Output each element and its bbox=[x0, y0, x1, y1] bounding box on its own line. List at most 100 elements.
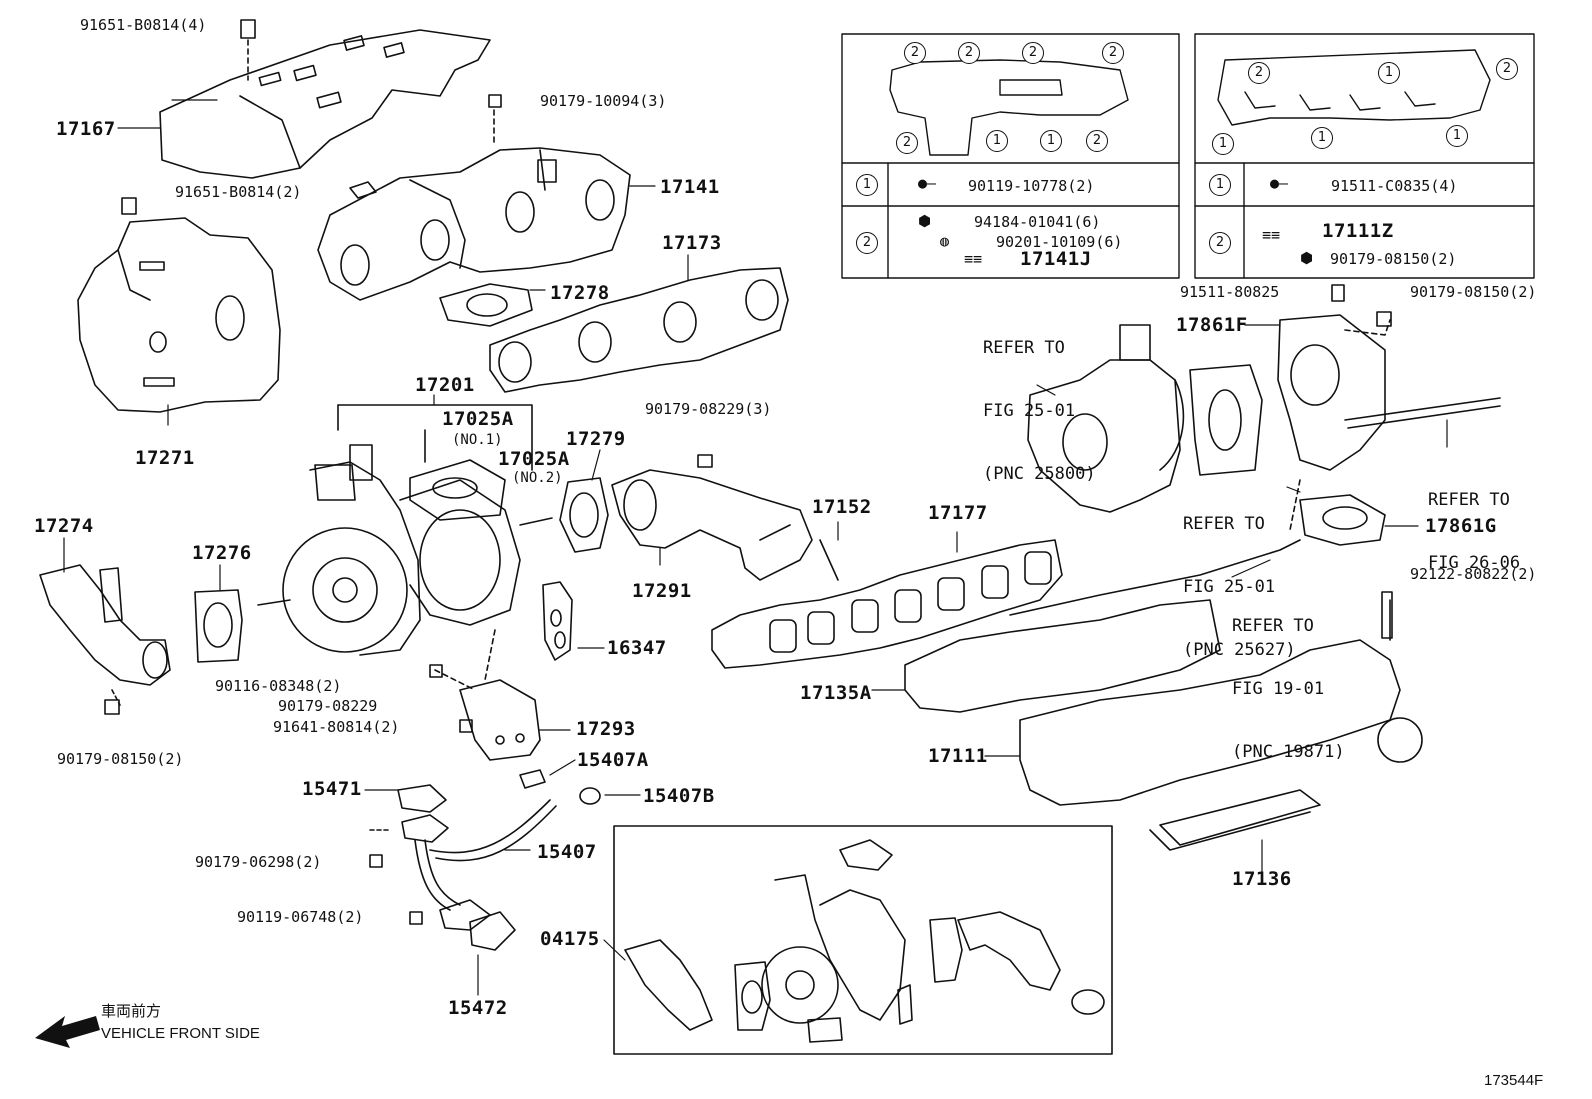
part-label-15471[interactable]: 15471 bbox=[302, 778, 362, 800]
part-label-17271[interactable]: 17271 bbox=[135, 447, 195, 469]
fastener-label-90179-10094[interactable]: 90179-10094(3) bbox=[540, 92, 667, 110]
legend-row-mark-2: 2 bbox=[856, 232, 878, 254]
fastener-label-90179-08150-left[interactable]: 90179-08150(2) bbox=[57, 750, 184, 768]
reference-line: FIG 25-01 bbox=[983, 401, 1076, 421]
fastener-label-90179-08150-right[interactable]: 90179-08150(2) bbox=[1410, 283, 1537, 301]
gasket-16347-shape bbox=[542, 581, 573, 661]
legend-left-row2-part-c[interactable]: 17141J bbox=[1020, 248, 1092, 270]
part-label-17025a-no2[interactable]: 17025A bbox=[498, 448, 570, 470]
legend-row-mark-1: 1 bbox=[856, 174, 878, 196]
part-label-17177[interactable]: 17177 bbox=[928, 502, 988, 524]
reference-fig-26-06[interactable]: REFER TO FIG 26-06 bbox=[1428, 448, 1520, 616]
part-label-16347[interactable]: 16347 bbox=[607, 637, 667, 659]
reference-pnc-25627[interactable]: REFER TO FIG 25-01 (PNC 25627) bbox=[1183, 472, 1296, 703]
fastener-label-90179-06298[interactable]: 90179-06298(2) bbox=[195, 853, 322, 871]
part-label-17135a[interactable]: 17135A bbox=[800, 682, 872, 704]
gasket-17278-shape bbox=[439, 283, 533, 327]
part-label-17111[interactable]: 17111 bbox=[928, 745, 988, 767]
part-label-15472[interactable]: 15472 bbox=[448, 997, 508, 1019]
vehicle-front-jp-label: 車両前方 bbox=[101, 1003, 162, 1020]
part-label-17274[interactable]: 17274 bbox=[34, 515, 94, 537]
gasket-17279-shape bbox=[559, 477, 609, 553]
legend-right-row2-part-a[interactable]: 17111Z bbox=[1322, 220, 1394, 242]
washer-icon: ◍ bbox=[940, 232, 950, 250]
stud-icon: ≡≡ bbox=[964, 250, 983, 268]
part-label-15407b[interactable]: 15407B bbox=[643, 785, 715, 807]
legend-right-row2-part-b[interactable]: 90179-08150(2) bbox=[1330, 250, 1457, 268]
legend-marker: 2 bbox=[896, 132, 918, 154]
reference-line: REFER TO bbox=[1428, 490, 1510, 510]
legend-marker: 2 bbox=[1022, 42, 1044, 64]
bolt-icon: ●— bbox=[1270, 174, 1289, 192]
leader-lines bbox=[63, 99, 1448, 996]
reference-pnc-19871[interactable]: REFER TO FIG 19-01 (PNC 19871) bbox=[1232, 574, 1345, 805]
legend-left-row2-part-b[interactable]: 90201-10109(6) bbox=[996, 233, 1123, 251]
reference-line: (PNC 25800) bbox=[983, 464, 1096, 484]
fastener-label-90116-08348[interactable]: 90116-08348(2) bbox=[215, 677, 342, 695]
reference-line: REFER TO bbox=[983, 338, 1065, 358]
legend-marker: 2 bbox=[958, 42, 980, 64]
legend-marker: 1 bbox=[1212, 133, 1234, 155]
part-label-17173[interactable]: 17173 bbox=[662, 232, 722, 254]
part-label-15407a[interactable]: 15407A bbox=[577, 749, 649, 771]
exhaust-manifold-shape bbox=[317, 147, 631, 301]
reference-line: REFER TO bbox=[1232, 616, 1314, 636]
oil-pipe-shape bbox=[369, 769, 601, 951]
part-sublabel-no2: (NO.2) bbox=[512, 470, 563, 486]
legend-marker: 1 bbox=[1378, 62, 1400, 84]
manifold-gasket-shape bbox=[489, 267, 789, 393]
reference-line: FIG 19-01 bbox=[1232, 679, 1325, 699]
reference-pnc-25800[interactable]: REFER TO FIG 25-01 (PNC 25800) bbox=[983, 296, 1096, 527]
legend-row-mark-1: 1 bbox=[1209, 174, 1231, 196]
legend-marker: 2 bbox=[1102, 42, 1124, 64]
part-sublabel-no1: (NO.1) bbox=[452, 432, 503, 448]
part-label-17278[interactable]: 17278 bbox=[550, 282, 610, 304]
bracket-17293-shape bbox=[434, 629, 541, 761]
fastener-label-90179-08229-3[interactable]: 90179-08229(3) bbox=[645, 400, 772, 418]
drawing-id: 173544F bbox=[1484, 1072, 1544, 1089]
part-label-17167[interactable]: 17167 bbox=[56, 118, 116, 140]
part-label-17276[interactable]: 17276 bbox=[192, 542, 252, 564]
legend-table-right bbox=[1194, 33, 1535, 279]
part-label-17201[interactable]: 17201 bbox=[415, 374, 475, 396]
part-label-17861f[interactable]: 17861F bbox=[1176, 314, 1248, 336]
fastener-label-90179-08229[interactable]: 90179-08229 bbox=[278, 697, 378, 715]
intake-gasket-shape bbox=[711, 539, 1063, 669]
legend-marker: 1 bbox=[986, 130, 1008, 152]
reference-line: (PNC 25627) bbox=[1183, 640, 1296, 660]
fastener-marks bbox=[104, 19, 1393, 925]
fastener-label-90119-06748[interactable]: 90119-06748(2) bbox=[237, 908, 364, 926]
part-label-17136[interactable]: 17136 bbox=[1232, 868, 1292, 890]
part-label-17293[interactable]: 17293 bbox=[576, 718, 636, 740]
part-label-17861g[interactable]: 17861G bbox=[1425, 515, 1497, 537]
fastener-label-91651-b0814-2[interactable]: 91651-B0814(2) bbox=[175, 183, 302, 201]
fastener-label-92122-80822[interactable]: 92122-80822(2) bbox=[1410, 565, 1537, 583]
exhaust-pipe-shape bbox=[611, 469, 839, 581]
egr-valve-shape bbox=[1027, 324, 1185, 513]
part-label-15407[interactable]: 15407 bbox=[537, 841, 597, 863]
part-label-17141[interactable]: 17141 bbox=[660, 176, 720, 198]
fastener-label-91651-b0814-4[interactable]: 91651-B0814(4) bbox=[80, 16, 207, 34]
legend-right-row1-part[interactable]: 91511-C0835(4) bbox=[1331, 177, 1458, 195]
reference-line: (PNC 19871) bbox=[1232, 742, 1345, 762]
nut-icon: ⬢ bbox=[918, 212, 932, 230]
fastener-label-91511-80825[interactable]: 91511-80825 bbox=[1180, 283, 1280, 301]
legend-left-row2-part-a[interactable]: 94184-01041(6) bbox=[974, 213, 1101, 231]
fastener-label-91641-80814[interactable]: 91641-80814(2) bbox=[273, 718, 400, 736]
bolt-icon: ●— bbox=[918, 174, 937, 192]
vehicle-front-en-label: VEHICLE FRONT SIDE bbox=[101, 1025, 260, 1042]
part-label-17291[interactable]: 17291 bbox=[632, 580, 692, 602]
legend-marker: 1 bbox=[1040, 130, 1062, 152]
front-arrow-icon bbox=[35, 1016, 100, 1048]
kit-box-shape bbox=[613, 825, 1113, 1055]
part-label-04175[interactable]: 04175 bbox=[540, 928, 600, 950]
legend-marker: 2 bbox=[1496, 58, 1518, 80]
legend-marker: 2 bbox=[904, 42, 926, 64]
legend-left-row1-part[interactable]: 90119-10778(2) bbox=[968, 177, 1095, 195]
part-label-17279[interactable]: 17279 bbox=[566, 428, 626, 450]
part-label-17152[interactable]: 17152 bbox=[812, 496, 872, 518]
legend-marker: 2 bbox=[1086, 130, 1108, 152]
part-label-17025a-no1[interactable]: 17025A bbox=[442, 408, 514, 430]
